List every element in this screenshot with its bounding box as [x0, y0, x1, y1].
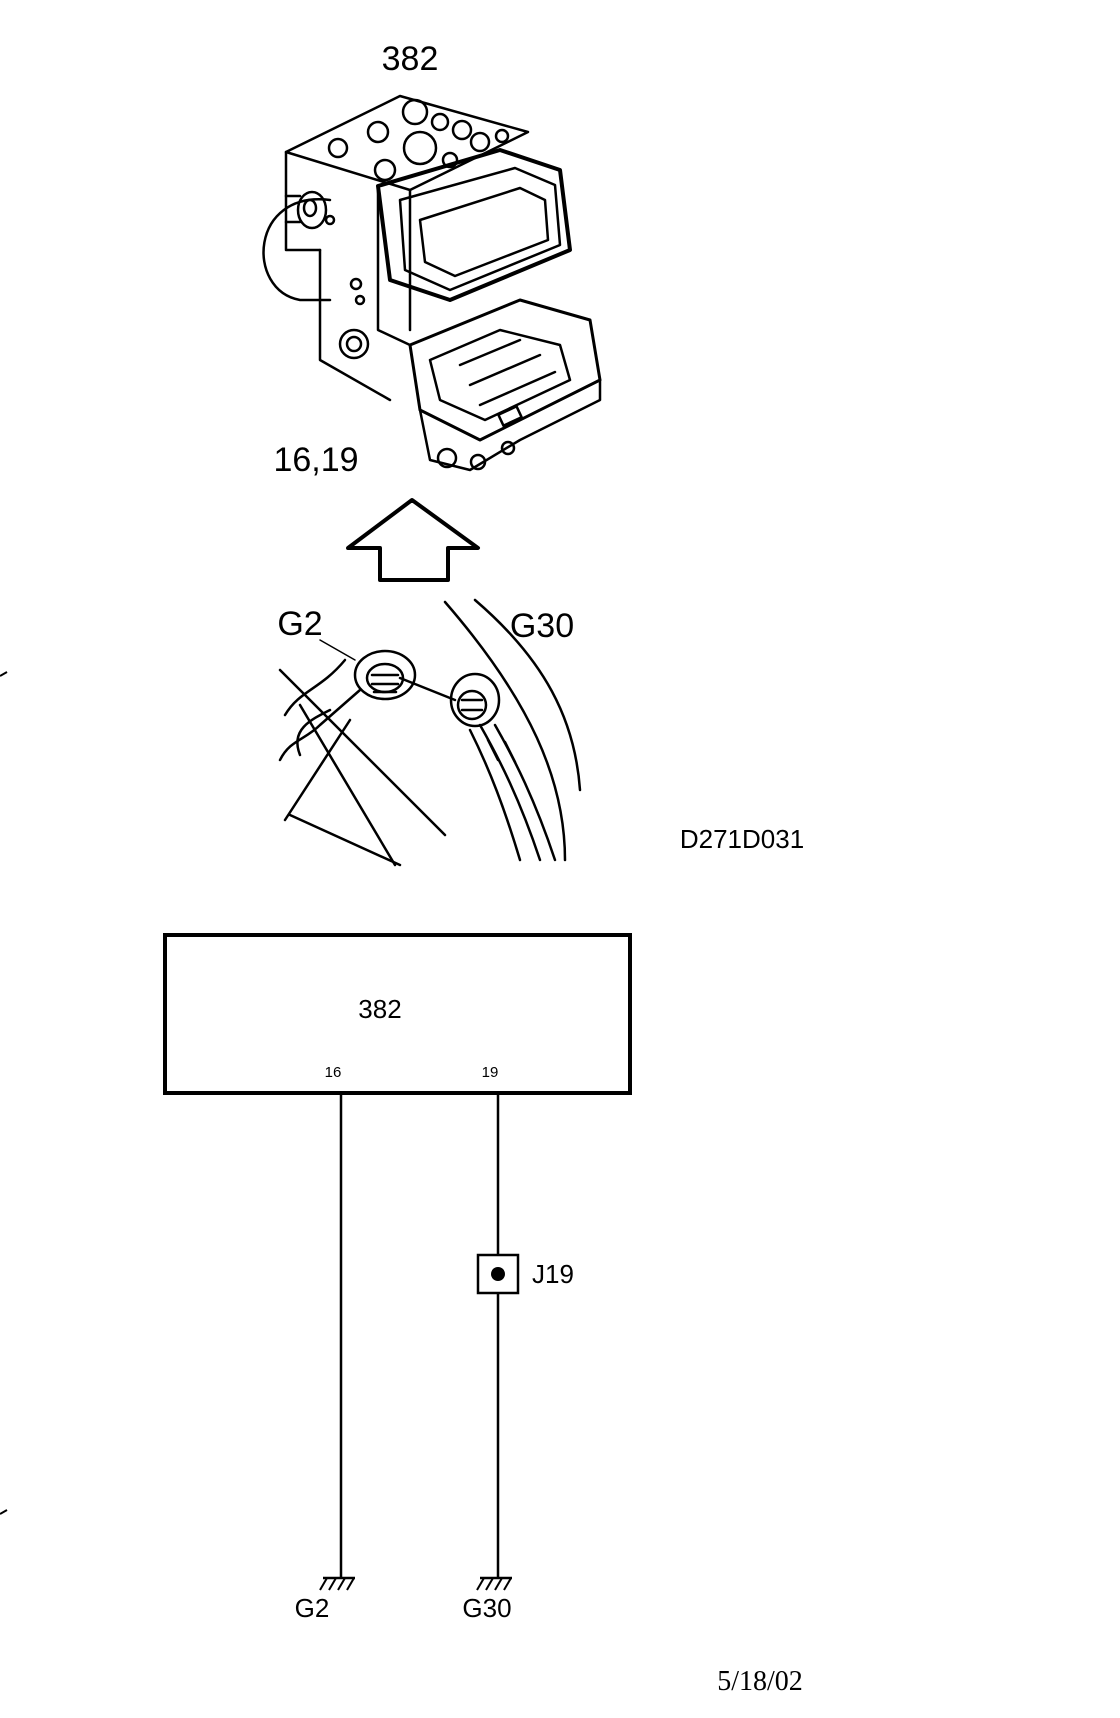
ground-g30-icon: [476, 1576, 512, 1591]
ground-g30-label: G30: [510, 607, 574, 645]
abs-module-illustration: [262, 94, 602, 472]
module-number-label: 382: [382, 40, 439, 78]
footer-date: 5/18/02: [717, 1666, 803, 1697]
figure-code: D271D031: [680, 824, 804, 854]
ground-points-illustration: [278, 598, 582, 867]
up-arrow-icon: [346, 498, 480, 582]
splice-j19-label: J19: [532, 1259, 574, 1289]
ground-g2-label: G2: [277, 605, 322, 643]
module-box: [163, 933, 632, 1095]
schematic-g30-label: G30: [462, 1593, 511, 1623]
ground-g2-icon: [319, 1576, 355, 1591]
module-box-label: 382: [358, 994, 401, 1024]
connector-pins-label: 16,19: [273, 441, 358, 479]
pin-16-label: 16: [325, 1064, 342, 1081]
schematic-g2-label: G2: [295, 1593, 330, 1623]
margin-tick-bottom: [0, 1509, 8, 1515]
margin-tick-top: [0, 671, 8, 677]
pin-19-label: 19: [482, 1064, 499, 1081]
g2-leader-line: [319, 639, 356, 661]
splice-dot: [491, 1267, 505, 1281]
